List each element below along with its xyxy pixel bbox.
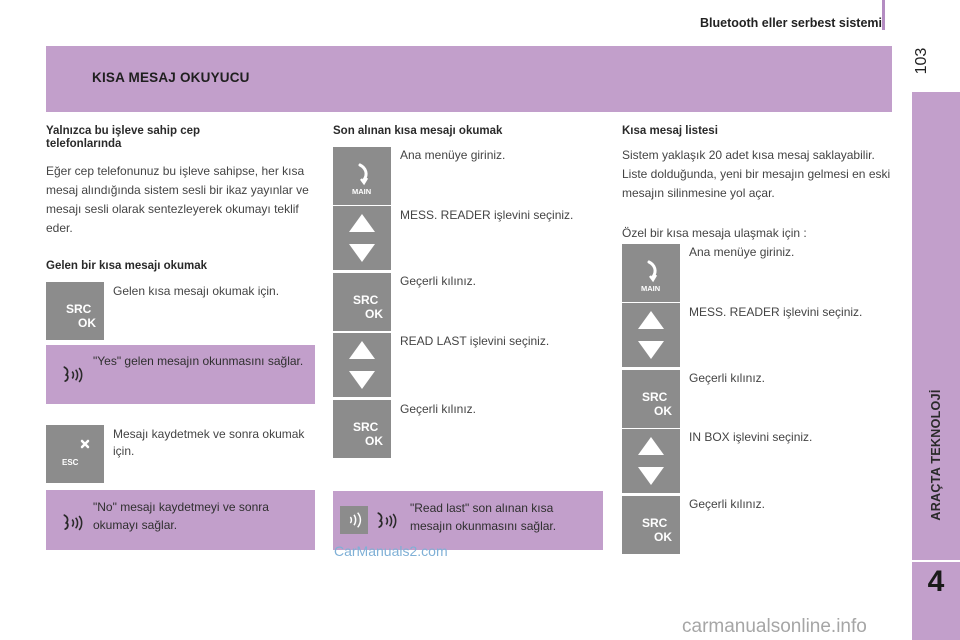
right-step-2-text: MESS. READER işlevini seçiniz. [689,305,863,319]
up-down-arrows-icon [622,429,680,493]
right-step-5-text: Geçerli kılınız. [689,497,766,511]
src-ok-button-icon [622,496,680,554]
voice-button-icon [340,506,368,534]
header-rule [882,0,885,30]
right-step-3-text: Geçerli kılınız. [689,371,766,385]
middle-step-4-text: READ LAST işlevini seçiniz. [400,334,550,348]
up-down-arrows-icon [333,333,391,397]
middle-note-text: "Read last" son alınan kısa mesajın okun… [410,501,557,533]
middle-step-3-text: Geçerli kılınız. [400,274,477,288]
up-down-arrows-icon [333,206,391,270]
chapter-divider [912,560,960,562]
voice-command-icon [60,510,86,536]
left-intro-paragraph: Eğer cep telefonunuz bu işleve sahipse, … [46,164,309,235]
section-title: KISA MESAJ OKUYUCU [92,70,250,85]
middle-step-5-text: Geçerli kılınız. [400,402,477,416]
left-note-yes-text: "Yes" gelen mesajın okunmasını sağlar. [93,354,304,368]
esc-button-icon [46,425,104,483]
left-note-no-text: "No" mesajı kaydetmeyi ve sonra okumayı … [93,500,269,532]
section-banner: KISA MESAJ OKUYUCU [46,46,892,112]
right-paragraph-2: Özel bir kısa mesaja ulaşmak için : [622,226,807,240]
src-ok-button-icon [333,273,391,331]
watermark-carmanualsonline: carmanualsonline.info [682,616,867,637]
right-paragraph-1: Sistem yaklaşık 20 adet kısa mesaj sakla… [622,148,891,200]
running-header-title: Bluetooth eller serbest sistemi [699,16,882,30]
page-number: 103 [913,47,930,75]
middle-heading: Son alınan kısa mesajı okumak [333,125,503,137]
chapter-number: 4 [927,565,945,598]
right-heading: Kısa mesaj listesi [622,125,718,137]
middle-step-2-text: MESS. READER işlevini seçiniz. [400,208,574,222]
src-ok-button-icon [46,282,104,340]
src-ok-button-icon [622,370,680,428]
left-subheading: Gelen bir kısa mesajı okumak [46,260,208,272]
left-note-yes: "Yes" gelen mesajın okunmasını sağlar. [46,345,315,404]
chapter-label-text: ARAÇTA TEKNOLOJİ [929,389,943,521]
right-step-4-text: IN BOX işlevini seçiniz. [689,430,813,444]
up-down-arrows-icon [622,303,680,367]
watermark-carmanuals2: CarManuals2.com [334,543,448,559]
chapter-label: ARAÇTA TEKNOLOJİ [912,380,960,530]
src-ok-button-icon [333,400,391,458]
main-button-icon [622,244,680,302]
left-note-no: "No" mesajı kaydetmeyi ve sonra okumayı … [46,490,315,550]
right-step-1-text: Ana menüye giriniz. [689,245,795,259]
middle-note-read-last: "Read last" son alınan kısa mesajın okun… [333,491,603,550]
voice-command-icon [374,508,400,534]
voice-command-icon [60,362,86,388]
left-step-2-text: Mesajı kaydetmek ve sonra okumak için. [113,427,305,458]
middle-step-1-text: Ana menüye giriniz. [400,148,506,162]
chapter-side-tab [912,92,960,640]
main-button-icon [333,147,391,205]
left-step-1-text: Gelen kısa mesajı okumak için. [113,284,280,298]
left-heading: Yalnızca bu işleve sahip cep telefonları… [46,125,201,150]
